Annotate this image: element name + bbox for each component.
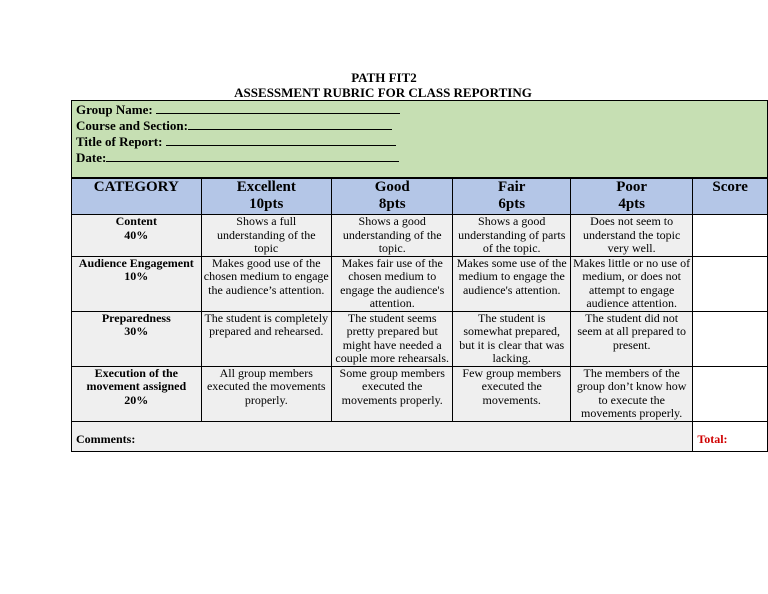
course-section-field[interactable]: Course and Section: xyxy=(76,118,392,134)
report-title-blank[interactable] xyxy=(165,135,396,146)
col-header-category: CATEGORY xyxy=(71,178,202,215)
date-label: Date: xyxy=(76,150,107,165)
report-title-label: Title of Report: xyxy=(76,134,166,149)
group-name-label: Group Name: xyxy=(76,102,156,117)
total-cell[interactable]: Total: xyxy=(692,420,768,452)
document-subtitle: ASSESSMENT RUBRIC FOR CLASS REPORTING xyxy=(234,85,532,100)
date-blank[interactable] xyxy=(106,151,400,162)
excellent-cell: All group members executed the movements… xyxy=(200,365,332,422)
good-cell: Makes fair use of the chosen medium to e… xyxy=(330,255,454,312)
fair-cell: The student is somewhat prepared, but it… xyxy=(452,310,571,367)
score-cell[interactable] xyxy=(692,310,768,367)
good-cell: Shows a good understanding of the topic. xyxy=(330,214,454,257)
comments-label: Comments: xyxy=(76,432,136,446)
col-header-score: Score xyxy=(692,178,768,215)
group-name-blank[interactable] xyxy=(155,103,400,114)
comments-cell[interactable]: Comments: xyxy=(70,420,694,452)
total-label: Total: xyxy=(697,432,728,446)
fair-cell: Shows a good understanding of parts of t… xyxy=(452,214,571,257)
comments-row: Comments: Total: xyxy=(70,420,768,452)
poor-cell: The student did not seem at all prepared… xyxy=(569,310,694,367)
poor-cell: Does not seem to understand the topic ve… xyxy=(569,214,694,257)
excellent-cell: Shows a full understanding of the topic xyxy=(200,214,332,257)
poor-cell: The members of the group don’t know how … xyxy=(569,365,694,422)
poor-cell: Makes little or no use of medium, or doe… xyxy=(569,255,694,312)
score-cell[interactable] xyxy=(692,255,768,312)
fair-cell: Makes some use of the medium to engage t… xyxy=(452,255,571,312)
document-title: PATH FIT2 xyxy=(351,70,417,85)
excellent-cell: The student is completely prepared and r… xyxy=(200,310,332,367)
fair-cell: Few group members executed the movements… xyxy=(452,365,571,422)
course-section-label: Course and Section: xyxy=(76,118,188,133)
score-cell[interactable] xyxy=(692,214,768,257)
group-name-field[interactable]: Group Name: xyxy=(76,102,400,118)
date-field[interactable]: Date: xyxy=(76,150,400,166)
group-info-section: Group Name: Course and Section: Title of… xyxy=(71,100,768,178)
course-section-blank[interactable] xyxy=(187,119,392,130)
report-title-field[interactable]: Title of Report: xyxy=(76,134,396,150)
score-cell[interactable] xyxy=(692,365,768,422)
good-cell: The student seems pretty prepared but mi… xyxy=(330,310,454,367)
excellent-cell: Makes good use of the chosen medium to e… xyxy=(200,255,332,312)
good-cell: Some group members executed the movement… xyxy=(330,365,454,422)
